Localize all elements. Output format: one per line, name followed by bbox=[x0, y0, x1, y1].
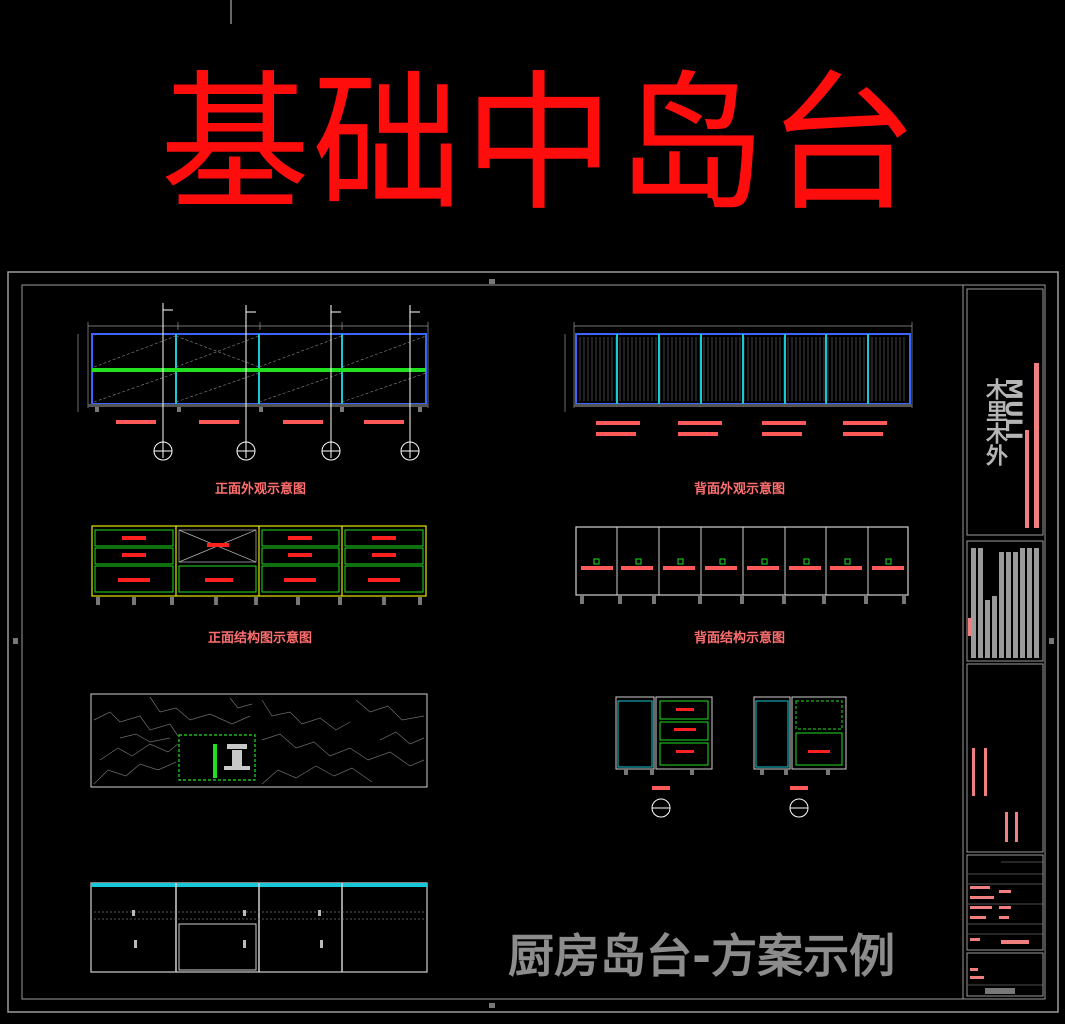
caption-front-exterior: 正面外观示意图 bbox=[215, 482, 307, 497]
caption-back-exterior: 背面外观示意图 bbox=[694, 482, 786, 497]
title-block bbox=[968, 363, 1043, 994]
caption-front-structure: 正面结构图示意图 bbox=[208, 631, 313, 646]
back-structure-elevation bbox=[575, 526, 909, 604]
brand-name-cn: 木里木外 bbox=[982, 378, 1007, 466]
front-exterior-elevation bbox=[77, 303, 429, 461]
front-structure-elevation bbox=[91, 525, 427, 605]
brand-name-en: MULI bbox=[1000, 378, 1025, 440]
side-sections bbox=[615, 696, 847, 818]
countertop-plan bbox=[90, 693, 428, 788]
caption-back-structure: 背面结构示意图 bbox=[694, 631, 786, 646]
back-exterior-elevation bbox=[564, 322, 913, 436]
watermark-text: 厨房岛台-方案示例 bbox=[508, 929, 896, 983]
drawing-frame bbox=[7, 271, 1059, 1013]
carcass-plan bbox=[90, 882, 428, 973]
drawing-title: 基础中岛台 bbox=[160, 58, 921, 232]
